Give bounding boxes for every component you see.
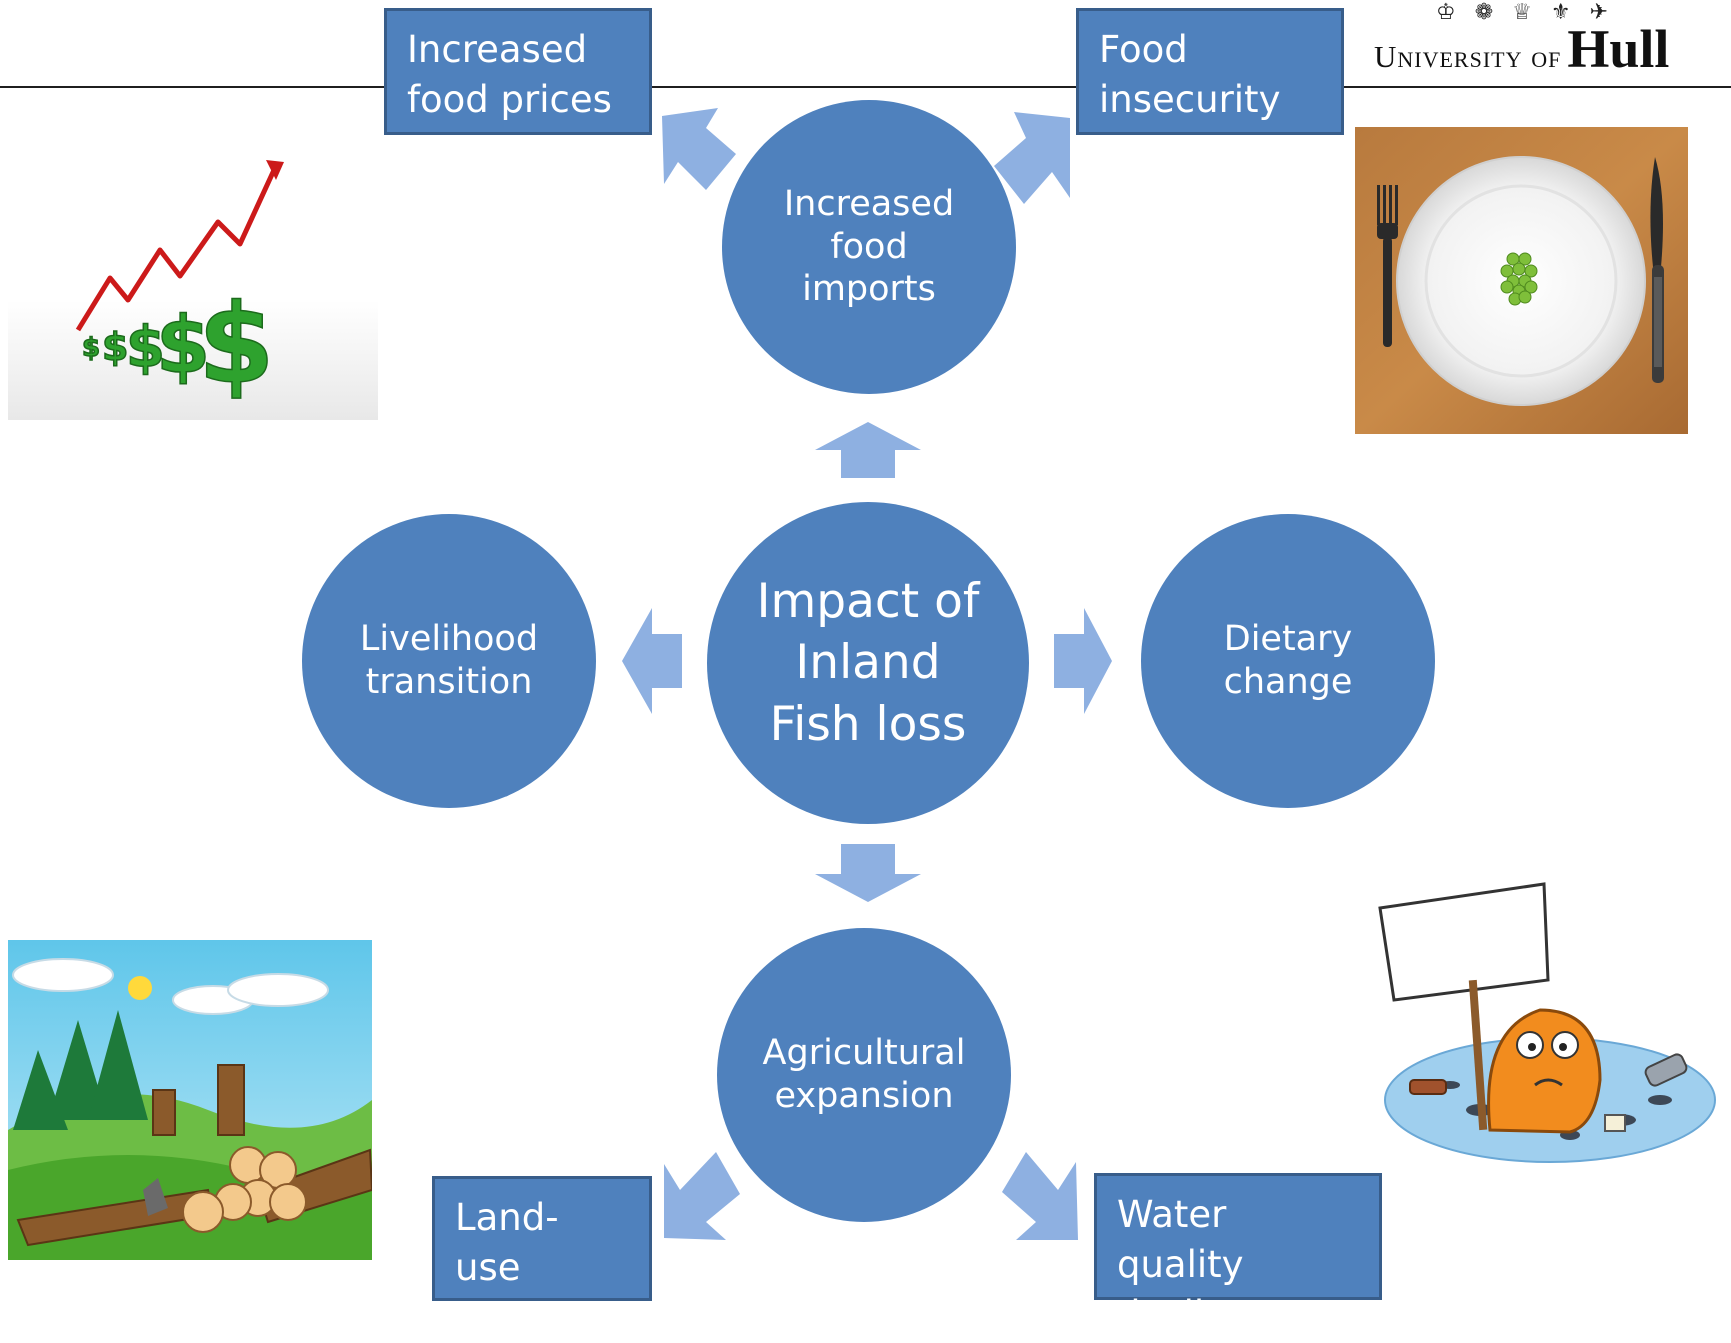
box-food-insecurity: Food insecurity xyxy=(1076,8,1344,135)
logo-text-big: Hull xyxy=(1567,19,1670,79)
rising-prices-illustration: $ $ $ $ $ xyxy=(8,160,378,420)
arrow-right-icon xyxy=(1054,608,1112,714)
logo-text-small: University of xyxy=(1374,39,1562,74)
arrow-up-left-icon xyxy=(662,108,736,190)
node-impact-of-inland-fish-loss: Impact of Inland Fish loss xyxy=(707,502,1029,824)
svg-text:$: $ xyxy=(82,333,100,363)
node-dietary-change: Dietary change xyxy=(1141,514,1435,808)
box-increased-food-prices: Increased food prices xyxy=(384,8,652,135)
arrow-up-right-icon xyxy=(994,112,1070,204)
arrow-up-icon xyxy=(815,422,921,478)
svg-text:$: $ xyxy=(156,301,210,391)
arrow-down-right-icon xyxy=(1002,1152,1078,1240)
arrow-down-left-icon xyxy=(664,1152,740,1240)
box-land-use-change: Land- use change xyxy=(432,1176,652,1339)
arrow-down-icon xyxy=(815,844,921,902)
svg-text:$: $ xyxy=(102,325,128,369)
crest-icons: ♔ ❁ ♕ ⚜ ✈ xyxy=(1436,0,1615,25)
svg-text:$: $ xyxy=(198,280,275,408)
svg-text:$: $ xyxy=(126,315,165,380)
node-increased-food-imports: Increased food imports xyxy=(722,100,1016,394)
deforestation-illustration xyxy=(8,940,372,1260)
empty-plate-photo xyxy=(1355,127,1688,434)
header-rule xyxy=(0,86,1731,88)
node-agricultural-expansion: Agricultural expansion xyxy=(717,928,1011,1222)
box-water-quality-decline: Water quality decline xyxy=(1094,1173,1382,1336)
node-livelihood-transition: Livelihood transition xyxy=(302,514,596,808)
arrow-left-icon xyxy=(622,608,682,714)
polluted-water-fish-illustration xyxy=(1378,882,1716,1163)
